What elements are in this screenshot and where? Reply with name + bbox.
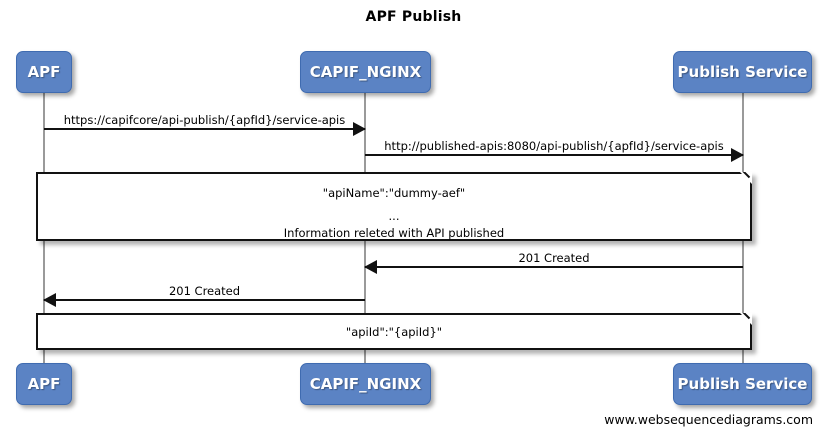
note-text: "apiId":"{apiId}": [38, 324, 750, 341]
arrowhead-right-icon: [353, 122, 366, 136]
message-line: [365, 154, 743, 156]
participant-label: CAPIF_NGINX: [309, 375, 422, 393]
participant-label: CAPIF_NGINX: [309, 63, 422, 81]
page-title: APF Publish: [365, 9, 462, 25]
note-line: ...: [388, 209, 400, 223]
message-line: [44, 128, 365, 130]
participant-capif-nginx-top[interactable]: CAPIF_NGINX: [300, 51, 431, 93]
arrowhead-right-icon: [731, 148, 744, 162]
participant-label: APF: [27, 375, 61, 393]
participant-label: Publish Service: [677, 63, 808, 81]
message-capif-nginx-to-publish-service[interactable]: http://published-apis:8080/api-publish/{…: [365, 134, 744, 162]
participant-publish-service-bottom[interactable]: Publish Service: [673, 363, 812, 405]
message-label: http://published-apis:8080/api-publish/{…: [384, 139, 724, 153]
participant-label: Publish Service: [677, 375, 808, 393]
note-response-body: "apiId":"{apiId}": [36, 313, 752, 350]
note-line: Information releted with API published: [283, 226, 505, 240]
message-publish-service-to-capif-nginx[interactable]: 201 Created: [364, 246, 743, 274]
participant-apf-top[interactable]: APF: [16, 51, 72, 93]
note-line: "apiId":"{apiId}": [345, 325, 443, 339]
message-label: https://capifcore/api-publish/{apfId}/se…: [63, 113, 346, 127]
footer-attribution: www.websequencediagrams.com: [604, 412, 813, 427]
note-text: "apiName":"dummy-aef" ... Information re…: [38, 185, 750, 242]
note-request-body: "apiName":"dummy-aef" ... Information re…: [36, 172, 752, 241]
message-label: 201 Created: [518, 251, 590, 265]
note-line: "apiName":"dummy-aef": [322, 186, 466, 200]
participant-apf-bottom[interactable]: APF: [16, 363, 72, 405]
arrowhead-left-icon: [364, 260, 377, 274]
arrowhead-left-icon: [43, 293, 56, 307]
message-line: [44, 299, 365, 301]
participant-label: APF: [27, 63, 61, 81]
participant-publish-service-top[interactable]: Publish Service: [673, 51, 812, 93]
message-capif-nginx-to-apf[interactable]: 201 Created: [43, 279, 365, 307]
message-label: 201 Created: [168, 284, 241, 298]
message-line: [365, 266, 743, 268]
participant-capif-nginx-bottom[interactable]: CAPIF_NGINX: [300, 363, 431, 405]
message-apf-to-capif-nginx[interactable]: https://capifcore/api-publish/{apfId}/se…: [44, 108, 366, 136]
